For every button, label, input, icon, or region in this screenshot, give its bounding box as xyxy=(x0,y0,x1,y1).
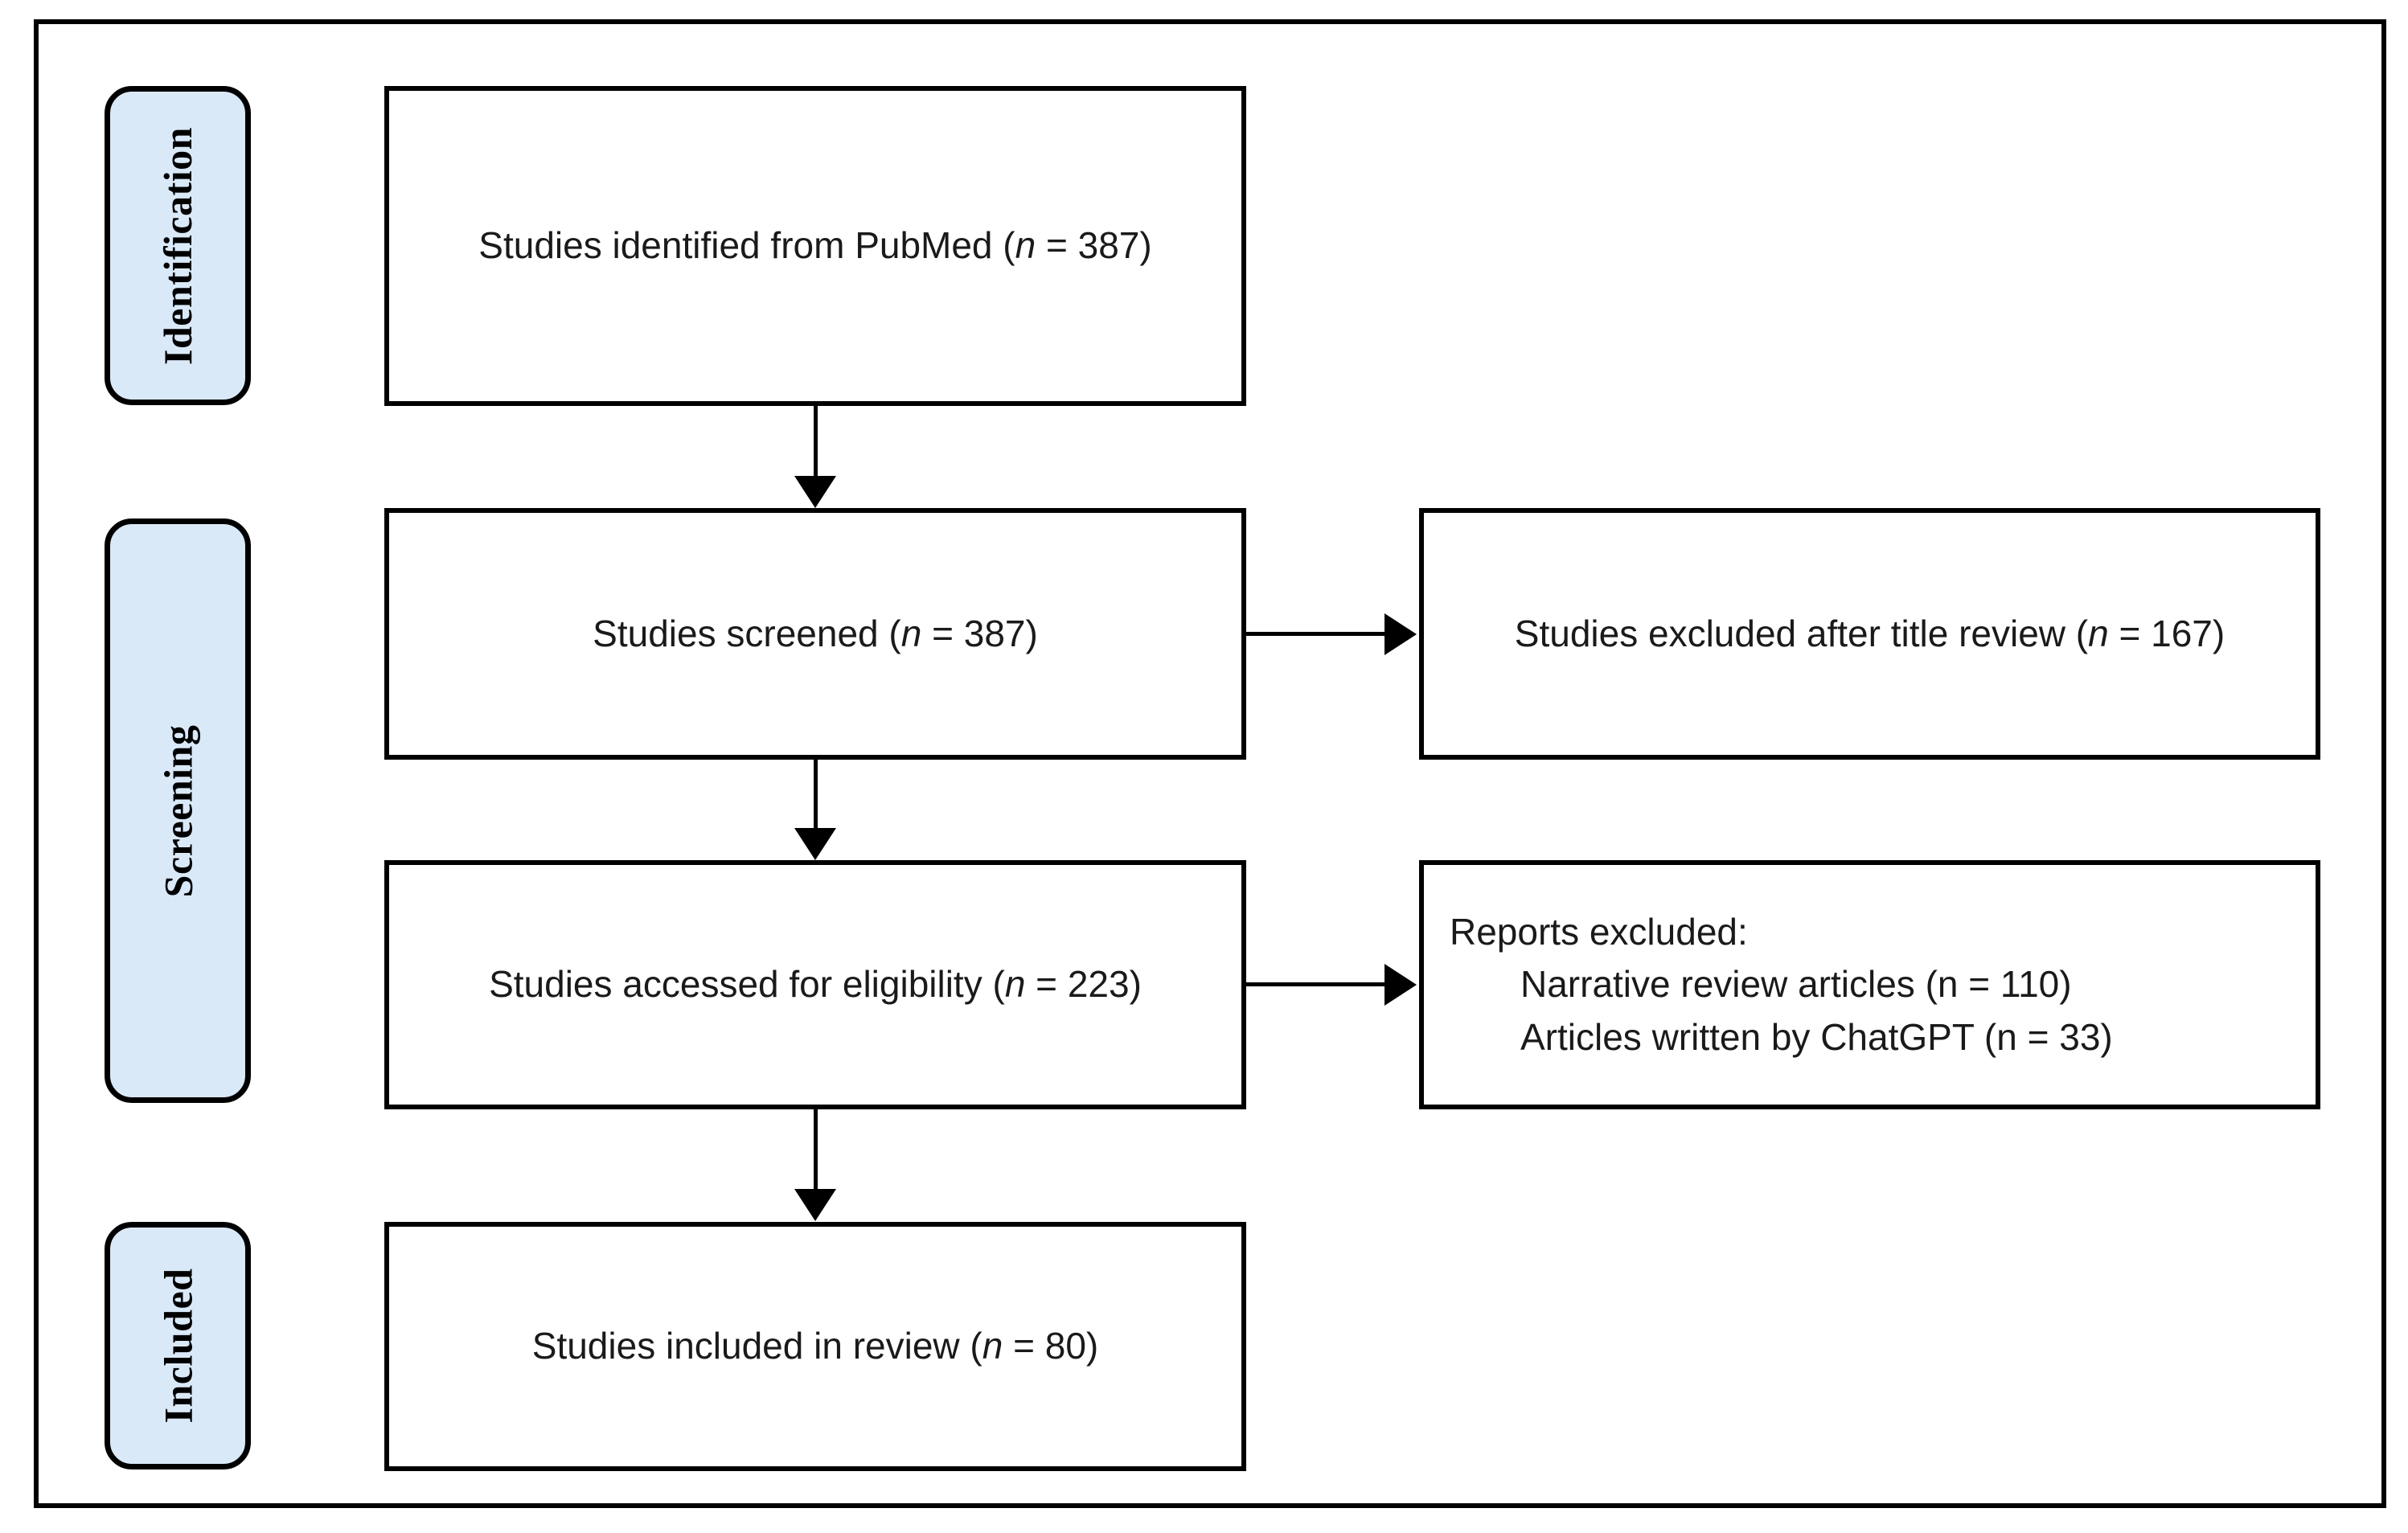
stage-pill-screening-label: Screening xyxy=(155,724,200,897)
arrow-right-icon-eligibility-to-reports-excluded xyxy=(1384,964,1417,1006)
connector-screened-to-excluded-title-line xyxy=(1246,632,1388,636)
box-studies-excluded-after-title-review-text: Studies excluded after title review (n =… xyxy=(1514,612,2225,654)
reports-excluded-item-narrative-reviews: Narrative review articles (n = 110) xyxy=(1520,963,2072,1006)
reports-excluded-item-chatgpt-articles: Articles written by ChatGPT (n = 33) xyxy=(1520,1015,2113,1058)
arrow-right-icon-screened-to-excluded-title xyxy=(1384,613,1417,655)
arrow-down-icon-screened-to-eligibility xyxy=(794,828,836,860)
stage-pill-identification-label: Identification xyxy=(155,126,200,365)
stage-pill-included-label: Included xyxy=(155,1268,200,1424)
reports-excluded-heading: Reports excluded: xyxy=(1450,911,1748,953)
reports-excluded-list: Reports excluded: Narrative review artic… xyxy=(1424,906,2316,1064)
box-studies-accessed-for-eligibility: Studies accessed for eligibility (n = 22… xyxy=(384,860,1246,1109)
box-reports-excluded: Reports excluded: Narrative review artic… xyxy=(1419,860,2320,1109)
stage-pill-identification: Identification xyxy=(105,86,251,405)
connector-screened-to-eligibility-line xyxy=(814,760,818,829)
arrow-down-icon-identified-to-screened xyxy=(794,476,836,508)
connector-eligibility-to-reports-excluded-line xyxy=(1246,982,1388,986)
connector-eligibility-to-included-line xyxy=(814,1109,818,1190)
box-studies-accessed-for-eligibility-text: Studies accessed for eligibility (n = 22… xyxy=(489,963,1142,1006)
box-studies-excluded-after-title-review: Studies excluded after title review (n =… xyxy=(1419,508,2320,760)
box-studies-identified-text: Studies identified from PubMed (n = 387) xyxy=(478,224,1152,267)
box-studies-screened: Studies screened (n = 387) xyxy=(384,508,1246,760)
box-studies-included-in-review-text: Studies included in review (n = 80) xyxy=(531,1325,1099,1367)
stage-pill-included: Included xyxy=(105,1222,251,1469)
stage-pill-screening: Screening xyxy=(105,519,251,1103)
box-studies-screened-text: Studies screened (n = 387) xyxy=(593,612,1038,654)
arrow-down-icon-eligibility-to-included xyxy=(794,1189,836,1221)
box-studies-identified: Studies identified from PubMed (n = 387) xyxy=(384,86,1246,406)
box-studies-included-in-review: Studies included in review (n = 80) xyxy=(384,1222,1246,1471)
diagram-outer-frame xyxy=(34,19,2386,1508)
connector-identified-to-screened-line xyxy=(814,406,818,480)
